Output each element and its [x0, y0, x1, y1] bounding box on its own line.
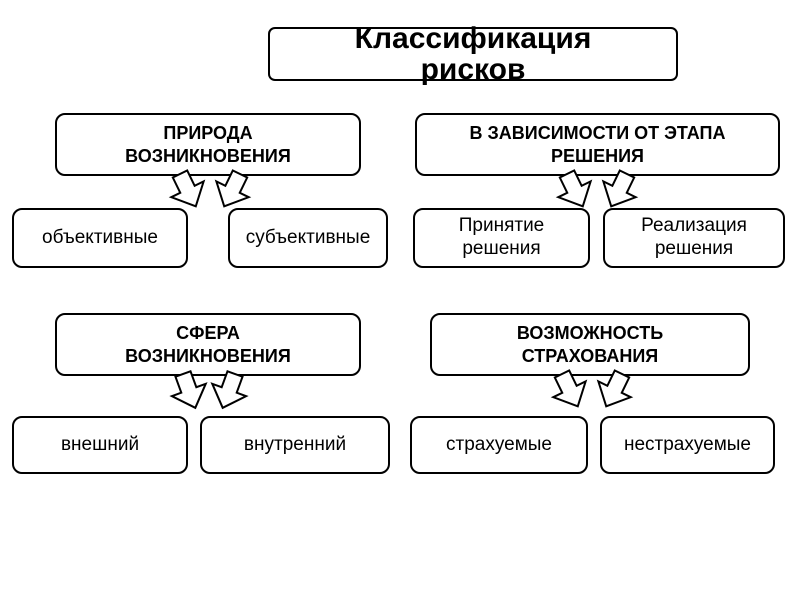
child-label: нестрахуемые	[623, 433, 752, 455]
child-label: Реализация решения	[641, 215, 747, 259]
child-decision-implementation: Реализация решения	[603, 208, 785, 268]
group-header-label: СФЕРА ВОЗНИКНОВЕНИЯ	[125, 323, 291, 366]
child-decision-making: Принятие решения	[413, 208, 590, 268]
group-header-label: ПРИРОДА ВОЗНИКНОВЕНИЯ	[125, 123, 291, 166]
header-insurability: ВОЗМОЖНОСТЬ СТРАХОВАНИЯ	[430, 313, 750, 376]
child-label: внешний	[60, 433, 140, 455]
split-arrow-icon	[165, 366, 253, 415]
child-objective: объективные	[12, 208, 188, 268]
child-label: объективные	[42, 226, 158, 248]
child-label: страхуемые	[446, 433, 552, 455]
title-box: Классификация рисков	[268, 22, 678, 85]
child-internal: внутренний	[200, 416, 390, 474]
child-insurable: страхуемые	[410, 416, 588, 474]
group-header-label: В ЗАВИСИМОСТИ ОТ ЭТАПА РЕШЕНИЯ	[469, 123, 726, 166]
child-label: Принятие решения	[458, 215, 545, 259]
header-decision-stage: В ЗАВИСИМОСТИ ОТ ЭТАПА РЕШЕНИЯ	[415, 113, 780, 176]
split-arrow-icon	[544, 365, 640, 416]
header-sphere-of-origin: СФЕРА ВОЗНИКНОВЕНИЯ	[55, 313, 361, 376]
group-header-label: ВОЗМОЖНОСТЬ СТРАХОВАНИЯ	[516, 323, 664, 366]
child-uninsurable: нестрахуемые	[600, 416, 775, 474]
page-title: Классификация рисков	[354, 21, 592, 86]
child-external: внешний	[12, 416, 188, 474]
child-subjective: субъективные	[228, 208, 388, 268]
child-label: внутренний	[243, 433, 347, 455]
header-nature-of-origin: ПРИРОДА ВОЗНИКНОВЕНИЯ	[55, 113, 361, 176]
child-label: субъективные	[245, 226, 371, 248]
